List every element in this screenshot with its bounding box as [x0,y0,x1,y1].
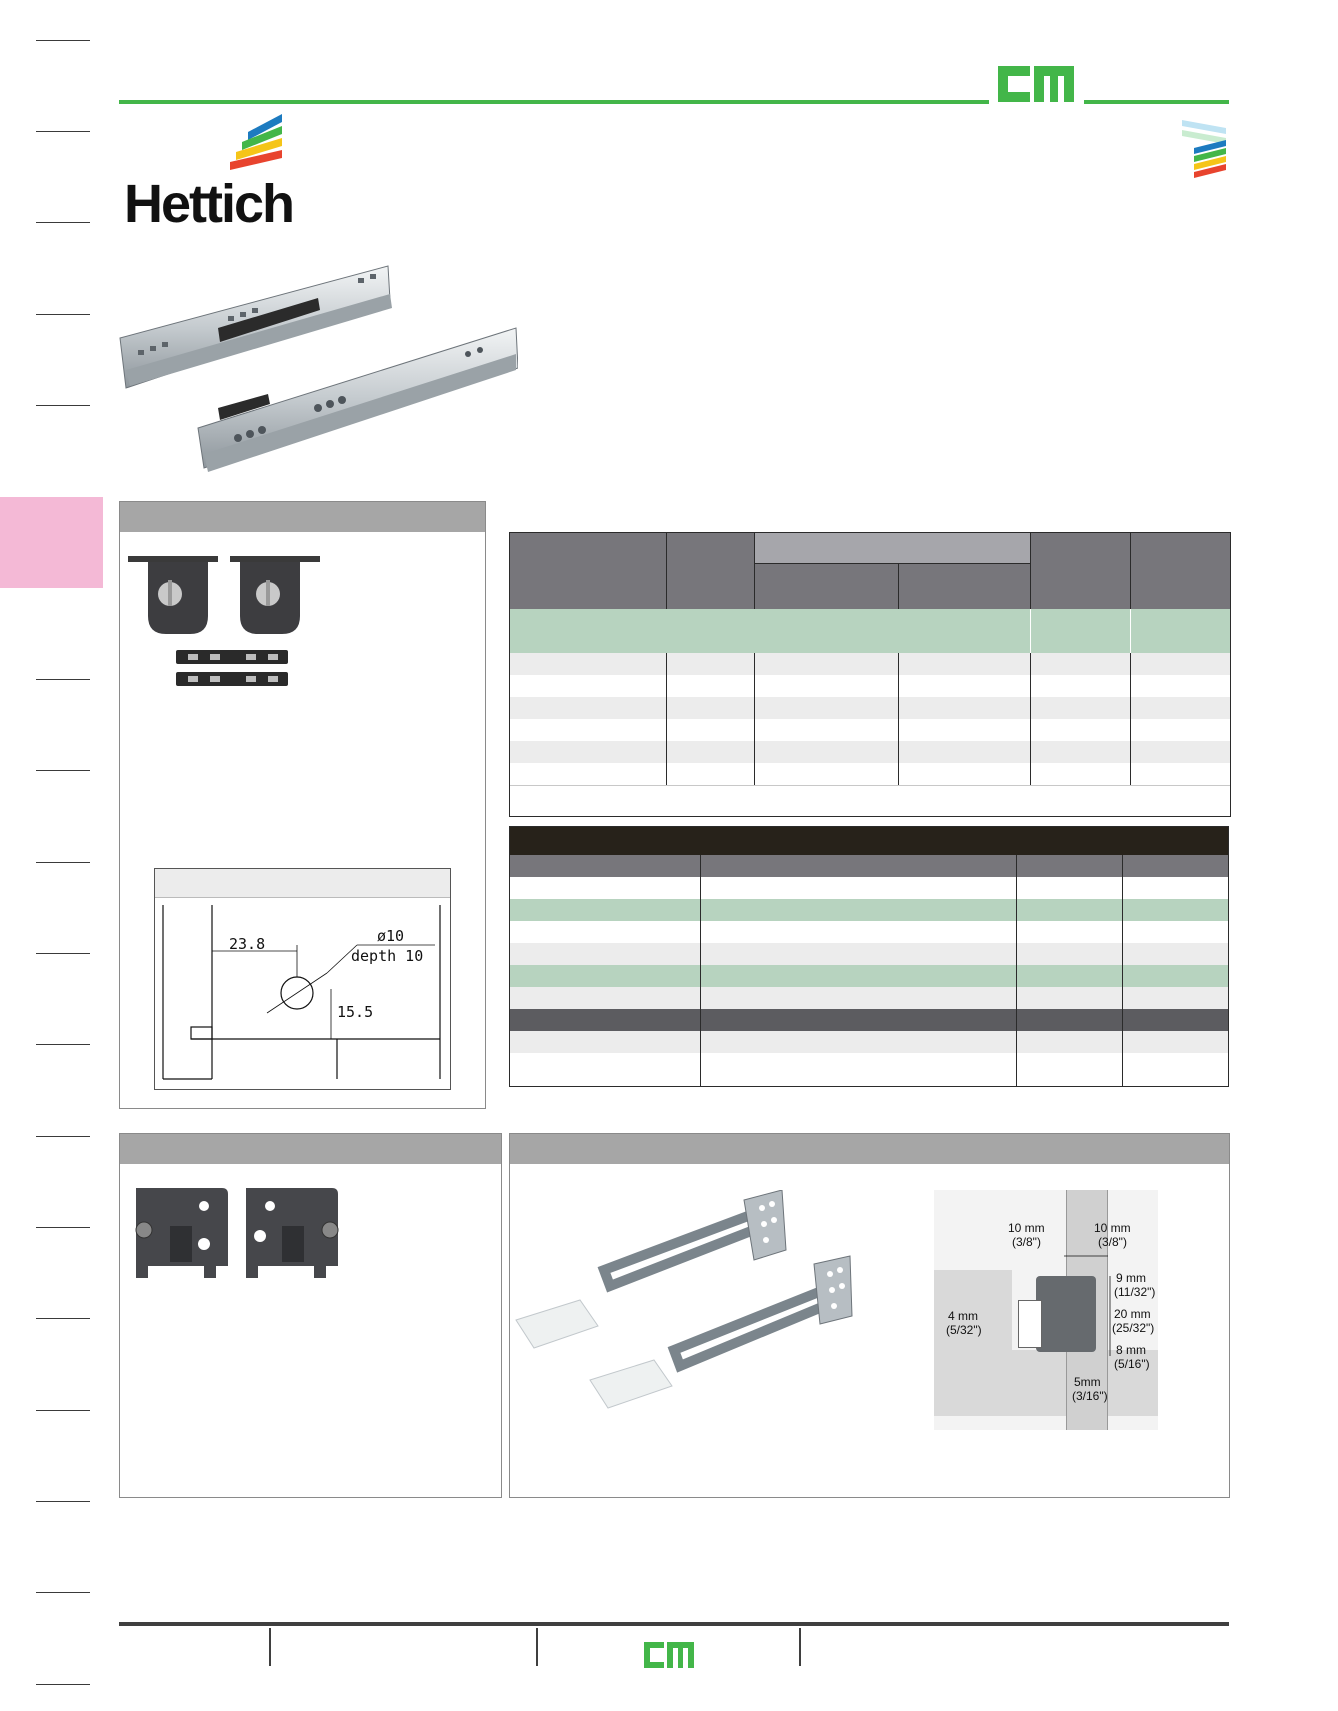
cm-logo [998,66,1074,102]
dim-bottom: 5mm [1074,1375,1101,1389]
dim-bottom-imperial: (3/16") [1072,1389,1108,1403]
margin-tick [36,222,90,223]
locking-device-panel: 23.8 ø10 depth 10 15.5 [119,501,486,1109]
drilling-diagram-header [155,869,450,898]
dim-left-top: 10 mm [1008,1221,1045,1235]
header-rule [1084,100,1229,104]
drilling-diagram: 23.8 ø10 depth 10 15.5 [154,868,451,1090]
dim-left-top-imperial: (3/8") [1012,1235,1041,1249]
margin-tick [36,1136,90,1137]
hettich-logo: Hettich [124,114,295,228]
footer-divider [536,1628,538,1666]
panel-header [120,1134,501,1164]
dim-right-1: 9 mm [1116,1271,1146,1285]
footer-divider [269,1628,271,1666]
footer-divider [799,1628,801,1666]
margin-tick [36,1410,90,1411]
margin-tick [36,1501,90,1502]
section-tab[interactable] [0,497,103,588]
dimension-diagram: 10 mm (3/8") 10 mm (3/8") 9 mm (11/32") … [934,1190,1158,1430]
dim-right-2: 20 mm [1114,1307,1151,1321]
margin-tick [36,953,90,954]
drawer-runner-image [119,265,518,472]
hettich-wordmark: Hettich [124,174,293,228]
margin-tick [36,405,90,406]
margin-tick [36,314,90,315]
dim-right-1-imperial: (11/32") [1114,1285,1155,1299]
margin-tick [36,679,90,680]
accessory-table [509,826,1229,1087]
margin-tick [36,40,90,41]
margin-tick [36,1684,90,1685]
dim-diameter: ø10 [377,927,404,945]
rear-bracket-image [515,1190,853,1409]
panel-header [120,502,485,532]
spec-table [509,532,1231,817]
margin-tick [36,1227,90,1228]
dim-left-mid: 4 mm [948,1309,978,1323]
coupling-panel [119,1133,502,1498]
coupling-image [135,1188,339,1278]
margin-tick [36,1592,90,1593]
dim-right-top-imperial: (3/8") [1098,1235,1127,1249]
margin-tick [36,1044,90,1045]
dim-depth: depth 10 [351,947,423,965]
dim-right-3: 8 mm [1116,1343,1146,1357]
locking-device-image [128,556,320,686]
dim-right-top: 10 mm [1094,1221,1131,1235]
dim-vertical: 15.5 [337,1003,373,1021]
panel-header [510,1134,1229,1164]
dim-right-3-imperial: (5/16") [1114,1357,1150,1371]
dim-left-mid-imperial: (5/32") [946,1323,982,1337]
margin-tick [36,131,90,132]
margin-tick [36,770,90,771]
header-rule [119,100,989,104]
margin-tick [36,1318,90,1319]
margin-tick [36,862,90,863]
footer-cm-logo [644,1642,694,1668]
dim-horizontal: 23.8 [229,935,265,953]
rear-bracket-panel: 10 mm (3/8") 10 mm (3/8") 9 mm (11/32") … [509,1133,1230,1498]
footer-rule [119,1622,1229,1626]
brand-stripes-icon [1182,120,1226,178]
dim-right-2-imperial: (25/32") [1112,1321,1154,1335]
